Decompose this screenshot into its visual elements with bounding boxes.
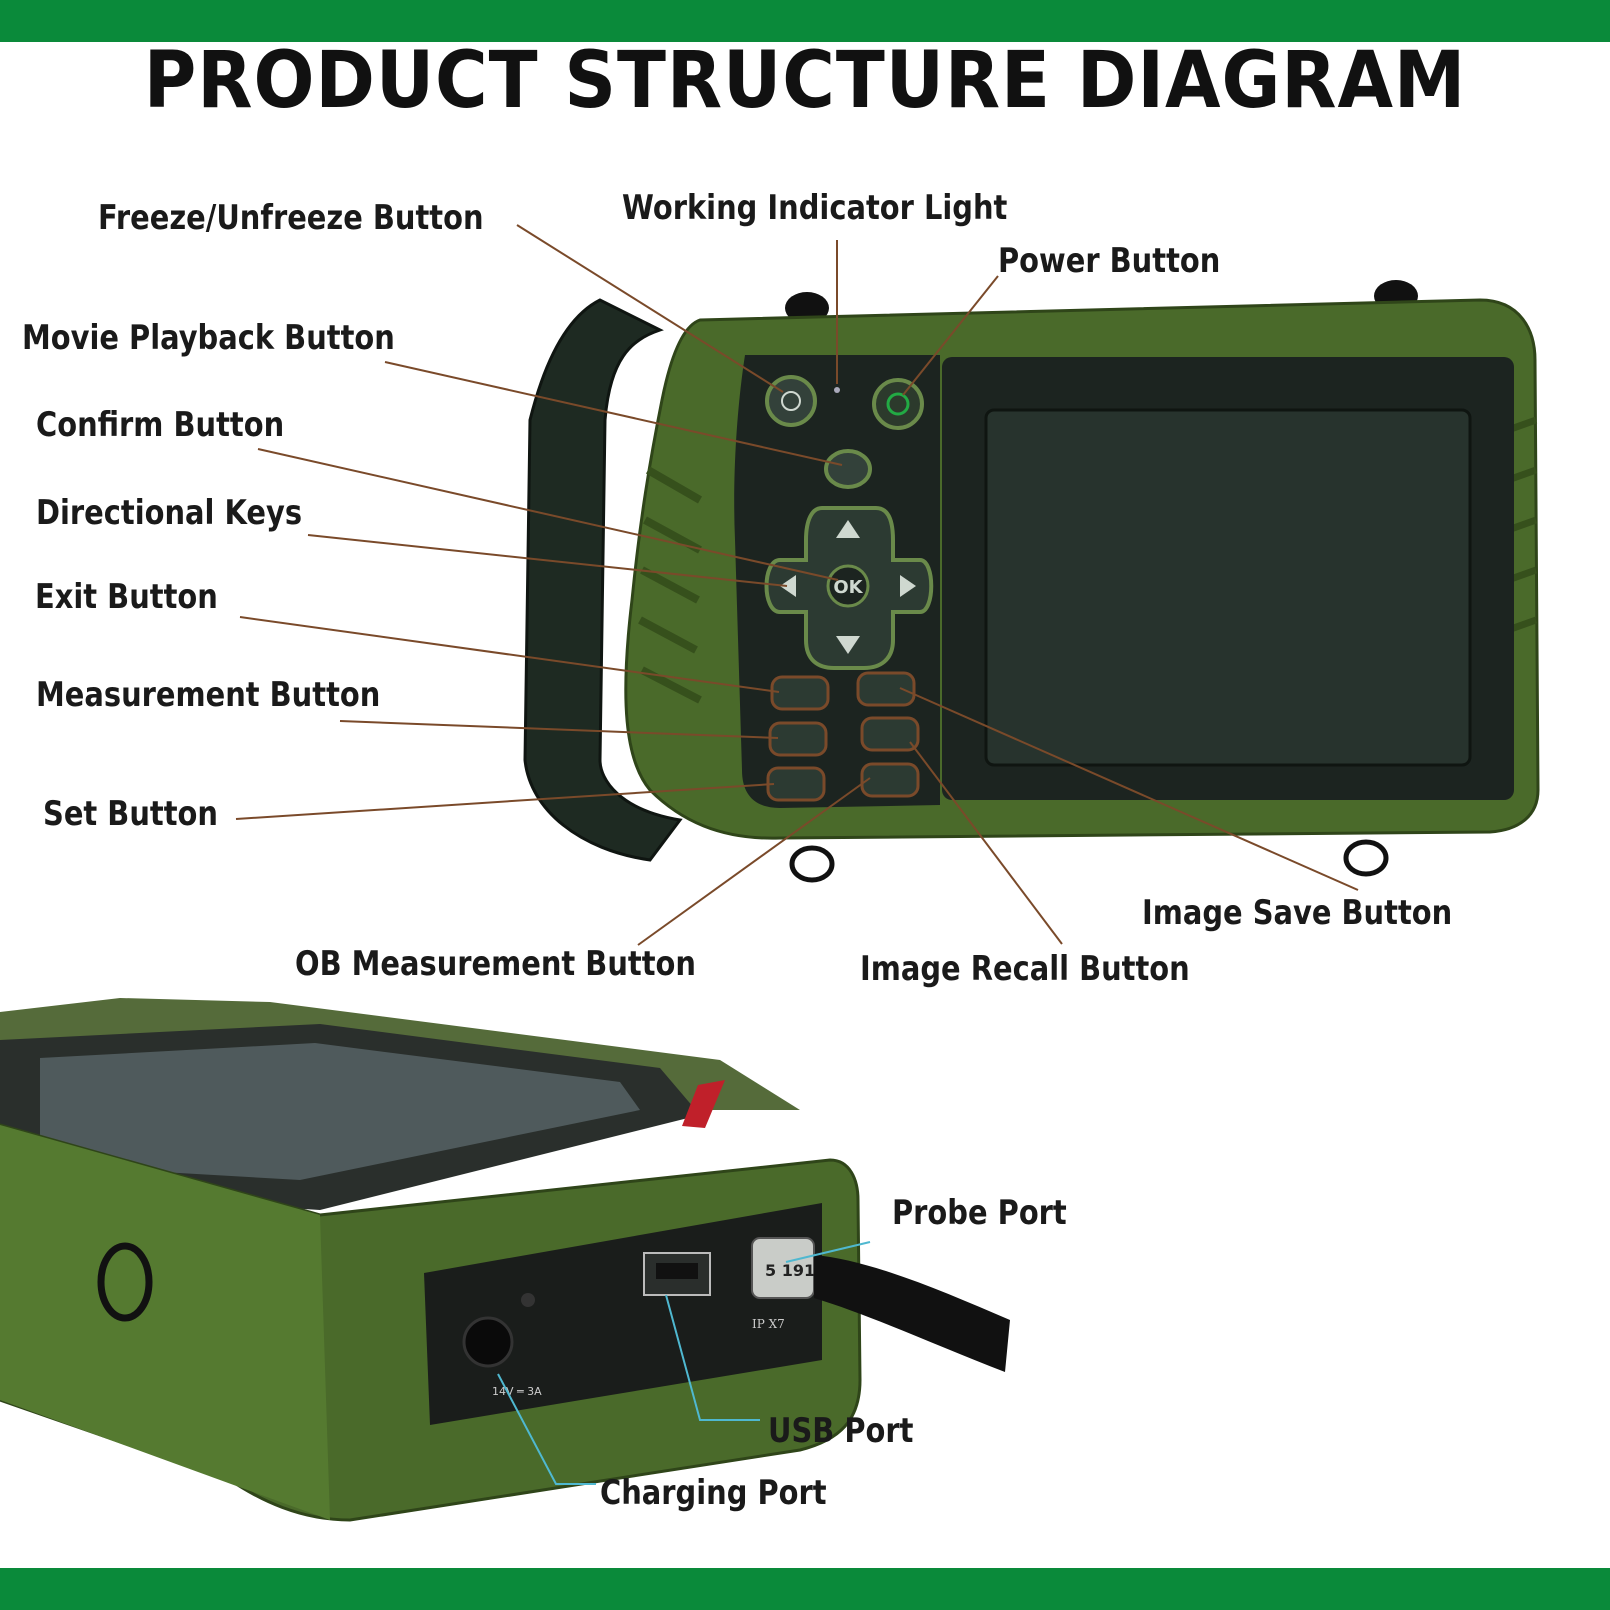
leader-recall <box>909 741 1063 945</box>
red-tag <box>682 1080 725 1128</box>
grip-ribs-left <box>638 466 702 704</box>
arrow-up-icon <box>836 520 860 538</box>
grip-ribs-right <box>1506 416 1538 634</box>
movie-playback-button[interactable] <box>824 449 872 489</box>
label-working-indicator-light: Working Indicator Light <box>622 188 1008 228</box>
freeze-icon <box>781 391 801 411</box>
arrow-down-icon <box>836 636 860 654</box>
exit-button[interactable] <box>770 675 830 711</box>
label-confirm-button: Confirm Button <box>36 405 285 445</box>
probe-cable <box>814 1255 1010 1372</box>
charging-port[interactable] <box>462 1316 514 1368</box>
leader-probe <box>785 1241 871 1263</box>
power-rating-text: 14V ═ 3A <box>492 1385 542 1398</box>
arrow-left-icon <box>780 575 796 597</box>
ok-key-label: OK <box>833 577 863 598</box>
arrow-right-icon <box>900 575 916 597</box>
power-icon <box>886 392 910 416</box>
probe-serial: 5 191 <box>765 1261 815 1280</box>
image-recall-button[interactable] <box>860 716 920 752</box>
device-front-view: OK <box>523 280 1540 883</box>
diagram-title: PRODUCT STRUCTURE DIAGRAM <box>143 36 1467 126</box>
working-indicator-light <box>834 387 840 393</box>
device-side-view: 14V ═ 3A IP X7 5 191 <box>0 998 1010 1522</box>
top-green-band <box>0 0 1610 42</box>
leader-movie <box>384 361 843 466</box>
label-directional-keys: Directional Keys <box>36 493 303 533</box>
mount-ring-bottom-left <box>789 845 835 883</box>
leader-power <box>902 275 999 396</box>
leader-confirm <box>257 448 839 581</box>
label-image-save-button: Image Save Button <box>1142 893 1453 933</box>
side-view-glass <box>40 1043 640 1180</box>
side-mount-ring <box>97 1242 153 1322</box>
label-charging-port: Charging Port <box>600 1473 827 1513</box>
label-freeze-button: Freeze/Unfreeze Button <box>98 198 484 238</box>
mount-ring-bottom-right <box>1343 839 1389 877</box>
freeze-button[interactable] <box>765 375 817 427</box>
power-button[interactable] <box>872 378 924 430</box>
ip-rating-text: IP X7 <box>752 1317 785 1331</box>
label-exit-button: Exit Button <box>35 577 218 617</box>
leader-set <box>235 783 775 820</box>
ob-measurement-button[interactable] <box>860 762 920 798</box>
port-panel <box>424 1203 822 1425</box>
leader-freeze <box>516 224 784 393</box>
label-set-button: Set Button <box>43 794 218 834</box>
leader-lines-lower <box>497 1241 871 1485</box>
confirm-button[interactable] <box>826 564 870 608</box>
label-ob-measurement-button: OB Measurement Button <box>295 944 696 984</box>
label-image-recall-button: Image Recall Button <box>860 949 1190 989</box>
display-screen <box>984 408 1472 767</box>
image-save-button[interactable] <box>856 671 916 707</box>
leader-ob <box>637 777 871 946</box>
side-view-left-face <box>0 1125 330 1520</box>
leader-charging <box>497 1373 596 1485</box>
label-power-button: Power Button <box>998 241 1221 281</box>
label-usb-port: USB Port <box>768 1411 914 1451</box>
leader-measurement <box>339 720 779 739</box>
leader-directional <box>307 534 788 587</box>
bottom-green-band <box>0 1568 1610 1610</box>
label-probe-port: Probe Port <box>892 1193 1067 1233</box>
leader-usb <box>665 1294 760 1421</box>
leader-exit <box>239 616 780 693</box>
measurement-button[interactable] <box>768 721 828 757</box>
usb-slot <box>656 1263 698 1279</box>
leader-save <box>899 687 1359 891</box>
reset-hole <box>521 1293 535 1307</box>
leader-lines-upper <box>235 224 1359 946</box>
label-movie-playback-button: Movie Playback Button <box>22 318 395 358</box>
label-measurement-button: Measurement Button <box>36 675 381 715</box>
hand-strap <box>523 298 683 862</box>
set-button[interactable] <box>766 766 826 802</box>
